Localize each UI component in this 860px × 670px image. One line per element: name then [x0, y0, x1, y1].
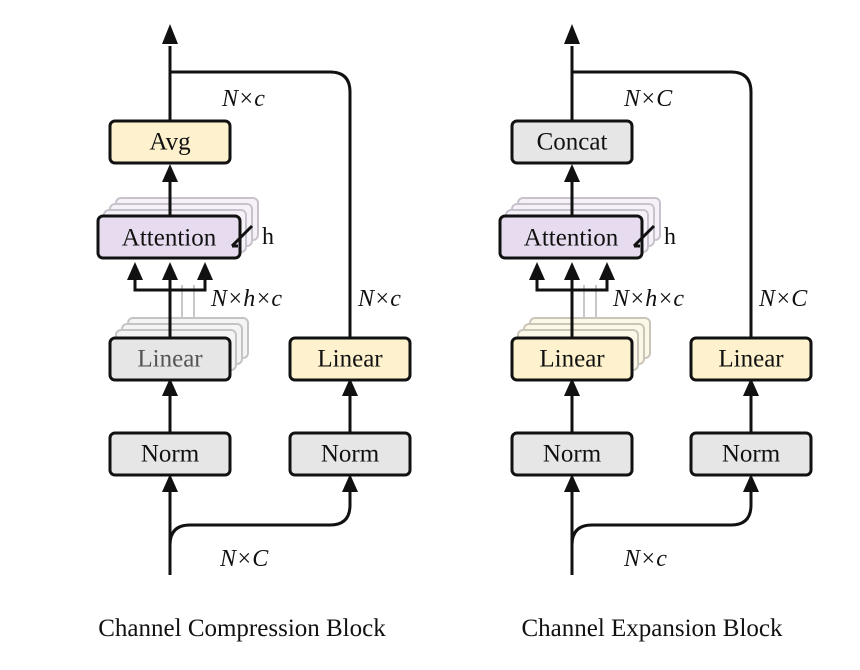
- compression-linear-side-box: Linear: [288, 336, 412, 382]
- expansion-linear-main-box: Linear: [510, 336, 634, 382]
- compression-attention-box: Attention: [96, 214, 242, 260]
- compression-norm-side-arrow: [342, 474, 358, 492]
- arrow-head: [127, 262, 143, 280]
- arrow-head: [529, 262, 545, 280]
- compression-avg-label: Avg: [149, 129, 191, 156]
- expansion-dim-top: N×C: [623, 86, 673, 112]
- expansion-concat-box: Concat: [510, 119, 634, 165]
- arrow-head: [162, 164, 178, 182]
- compression-dim-mid: N×h×c: [210, 286, 282, 312]
- expansion-linear-side-label: Linear: [718, 346, 784, 373]
- expansion-dim-side: N×C: [758, 286, 808, 312]
- compression-branch-line: [168, 488, 352, 546]
- connector-line: [133, 280, 170, 292]
- connector-line: [170, 280, 207, 292]
- compression-attention-label: Attention: [122, 225, 217, 252]
- compression-norm-main-box: Norm: [108, 431, 232, 477]
- expansion-norm-main-box: Norm: [510, 431, 634, 477]
- expansion-side-merge-line: [572, 70, 753, 338]
- arrow-head: [564, 378, 580, 396]
- compression-heads-slash: [230, 224, 254, 248]
- expansion-heads-label: h: [664, 224, 676, 250]
- arrow-head: [197, 262, 213, 280]
- arrow-head: [564, 474, 580, 492]
- arrow-head: [743, 378, 759, 396]
- compression-block: Avg Attention h Linear Linear Norm Norm …: [96, 24, 412, 642]
- expansion-dim-mid: N×h×c: [612, 286, 684, 312]
- compression-norm-main-arrow: [162, 474, 178, 492]
- compression-norm-side-label: Norm: [321, 441, 380, 468]
- expansion-output-arrow: [564, 24, 580, 44]
- expansion-linear-main-label: Linear: [539, 346, 605, 373]
- arrow-head: [564, 164, 580, 182]
- expansion-norm-main-label: Norm: [543, 441, 602, 468]
- expansion-linear-side-box: Linear: [689, 336, 813, 382]
- compression-dim-top: N×c: [221, 86, 265, 112]
- expansion-concat-label: Concat: [537, 129, 608, 156]
- compression-dim-input: N×C: [219, 546, 269, 572]
- arrow-head: [162, 378, 178, 396]
- compression-side-merge-line: [170, 70, 352, 338]
- arrow-head: [743, 474, 759, 492]
- compression-heads-label: h: [262, 224, 274, 250]
- compression-linear-main-box: Linear: [108, 336, 232, 382]
- expansion-block: Concat Attention h Linear Linear Norm No…: [498, 24, 813, 642]
- expansion-heads-slash: [632, 224, 656, 248]
- compression-dim-side: N×c: [357, 286, 401, 312]
- compression-avg-box: Avg: [108, 119, 232, 165]
- arrow-head: [564, 262, 580, 280]
- compression-output-arrow: [162, 24, 178, 44]
- expansion-norm-side-label: Norm: [722, 441, 781, 468]
- compression-linear-side-label: Linear: [317, 346, 383, 373]
- compression-caption: Channel Compression Block: [98, 615, 386, 642]
- expansion-norm-side-box: Norm: [689, 431, 813, 477]
- expansion-branch-line: [570, 488, 753, 546]
- arrow-head: [599, 262, 615, 280]
- compression-norm-main-label: Norm: [141, 441, 200, 468]
- connector-line: [572, 280, 609, 292]
- compression-norm-side-box: Norm: [288, 431, 412, 477]
- arrow-head: [342, 378, 358, 396]
- compression-linear-main-label: Linear: [137, 346, 203, 373]
- connector-line: [535, 280, 572, 292]
- expansion-dim-input: N×c: [623, 546, 667, 572]
- expansion-caption: Channel Expansion Block: [521, 615, 783, 642]
- expansion-attention-label: Attention: [524, 225, 619, 252]
- expansion-attention-box: Attention: [498, 214, 644, 260]
- arrow-head: [162, 262, 178, 280]
